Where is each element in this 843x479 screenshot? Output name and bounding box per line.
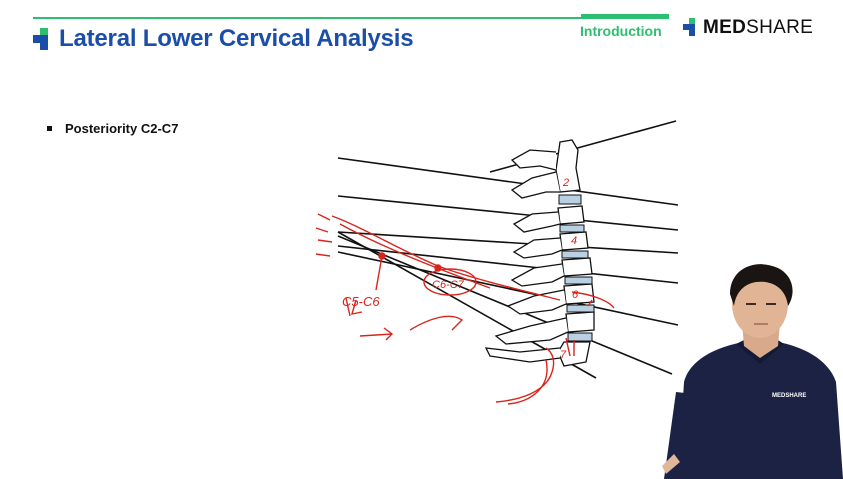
medical-cross-icon <box>33 28 48 50</box>
section-indicator-bar <box>581 14 669 19</box>
intervertebral-discs <box>558 194 595 342</box>
medshare-cross-icon <box>683 18 695 36</box>
annotation-note-c6c7: C6-C7 <box>432 279 465 291</box>
slide-title-text: Lateral Lower Cervical Analysis <box>59 25 414 52</box>
bullet-item: Posteriority C2-C7 <box>47 121 178 136</box>
medshare-logo: MEDSHARE <box>683 17 813 39</box>
header-rule <box>33 17 668 19</box>
section-label: Introduction <box>580 23 662 39</box>
annotation-note-c5c6: C5-C6 <box>342 294 380 309</box>
presenter-shirt-logo: MEDSHARE <box>772 393 806 399</box>
annotation-level-7: 7 <box>560 349 567 361</box>
annotation-level-4: 4 <box>571 235 577 247</box>
vertebrae <box>484 139 595 367</box>
bullet-text: Posteriority C2-C7 <box>65 121 179 136</box>
annotation-level-6: 6 <box>572 289 579 301</box>
annotation-level-2: 2 <box>562 177 569 189</box>
bullet-marker <box>47 126 52 131</box>
handwritten-annotations <box>315 213 615 405</box>
logo-text: MEDSHARE <box>703 17 814 38</box>
annotation-labels: 2 4 6 7 C5-C6 C6-C7 <box>342 177 579 361</box>
slide-title: Lateral Lower Cervical Analysis <box>33 24 414 54</box>
presenter-video: MEDSHARE <box>662 264 843 479</box>
